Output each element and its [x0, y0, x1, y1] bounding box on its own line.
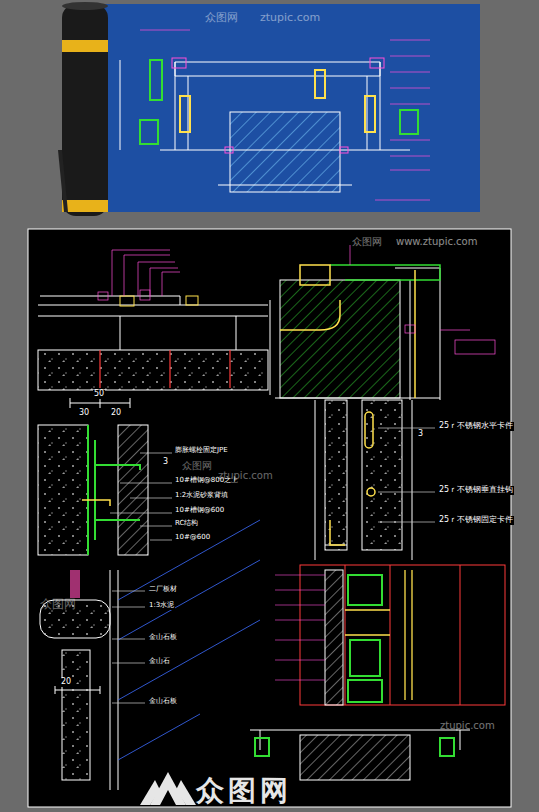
callout-text: 10#槽钢@600: [174, 507, 225, 515]
callout-text: 膨胀螺栓固定JPE: [174, 447, 229, 455]
dimension: 50: [93, 390, 105, 399]
dimension: 20: [60, 678, 72, 687]
watermark: 众图网: [182, 460, 212, 471]
callout-text: 1:3水泥: [148, 602, 175, 610]
callout-text: RC结构: [174, 520, 199, 528]
watermark: 众图网: [205, 12, 238, 24]
dimension: 3: [417, 430, 424, 439]
dimension: 30: [78, 409, 90, 418]
watermark: ztupic.com: [260, 12, 320, 24]
callout-text: 25ｒ不锈钢固定卡件: [438, 516, 514, 525]
watermark: ztupic.com: [218, 470, 273, 481]
watermark: ztupic.com: [440, 720, 495, 731]
callout-text: 金山石板: [148, 634, 178, 642]
callout-text: 10#@600: [174, 534, 211, 542]
dimension: 20: [110, 409, 122, 418]
watermark: www.ztupic.com: [396, 236, 477, 247]
callout-text: 25ｒ不锈钢垂直挂钩: [438, 486, 514, 495]
watermark: 众图网: [352, 236, 382, 247]
callout-text: 金山石板: [148, 698, 178, 706]
callout-text: 二厂板材: [148, 586, 178, 594]
watermark-logo: 众图网: [196, 776, 292, 807]
watermark: 众图网: [40, 598, 76, 611]
dimension: 3: [162, 458, 169, 467]
callout-text: 25ｒ不锈钢水平卡件: [438, 422, 514, 431]
callout-text: 1:2水泥砂浆背填: [174, 492, 229, 500]
callout-text: 金山石: [148, 658, 171, 666]
